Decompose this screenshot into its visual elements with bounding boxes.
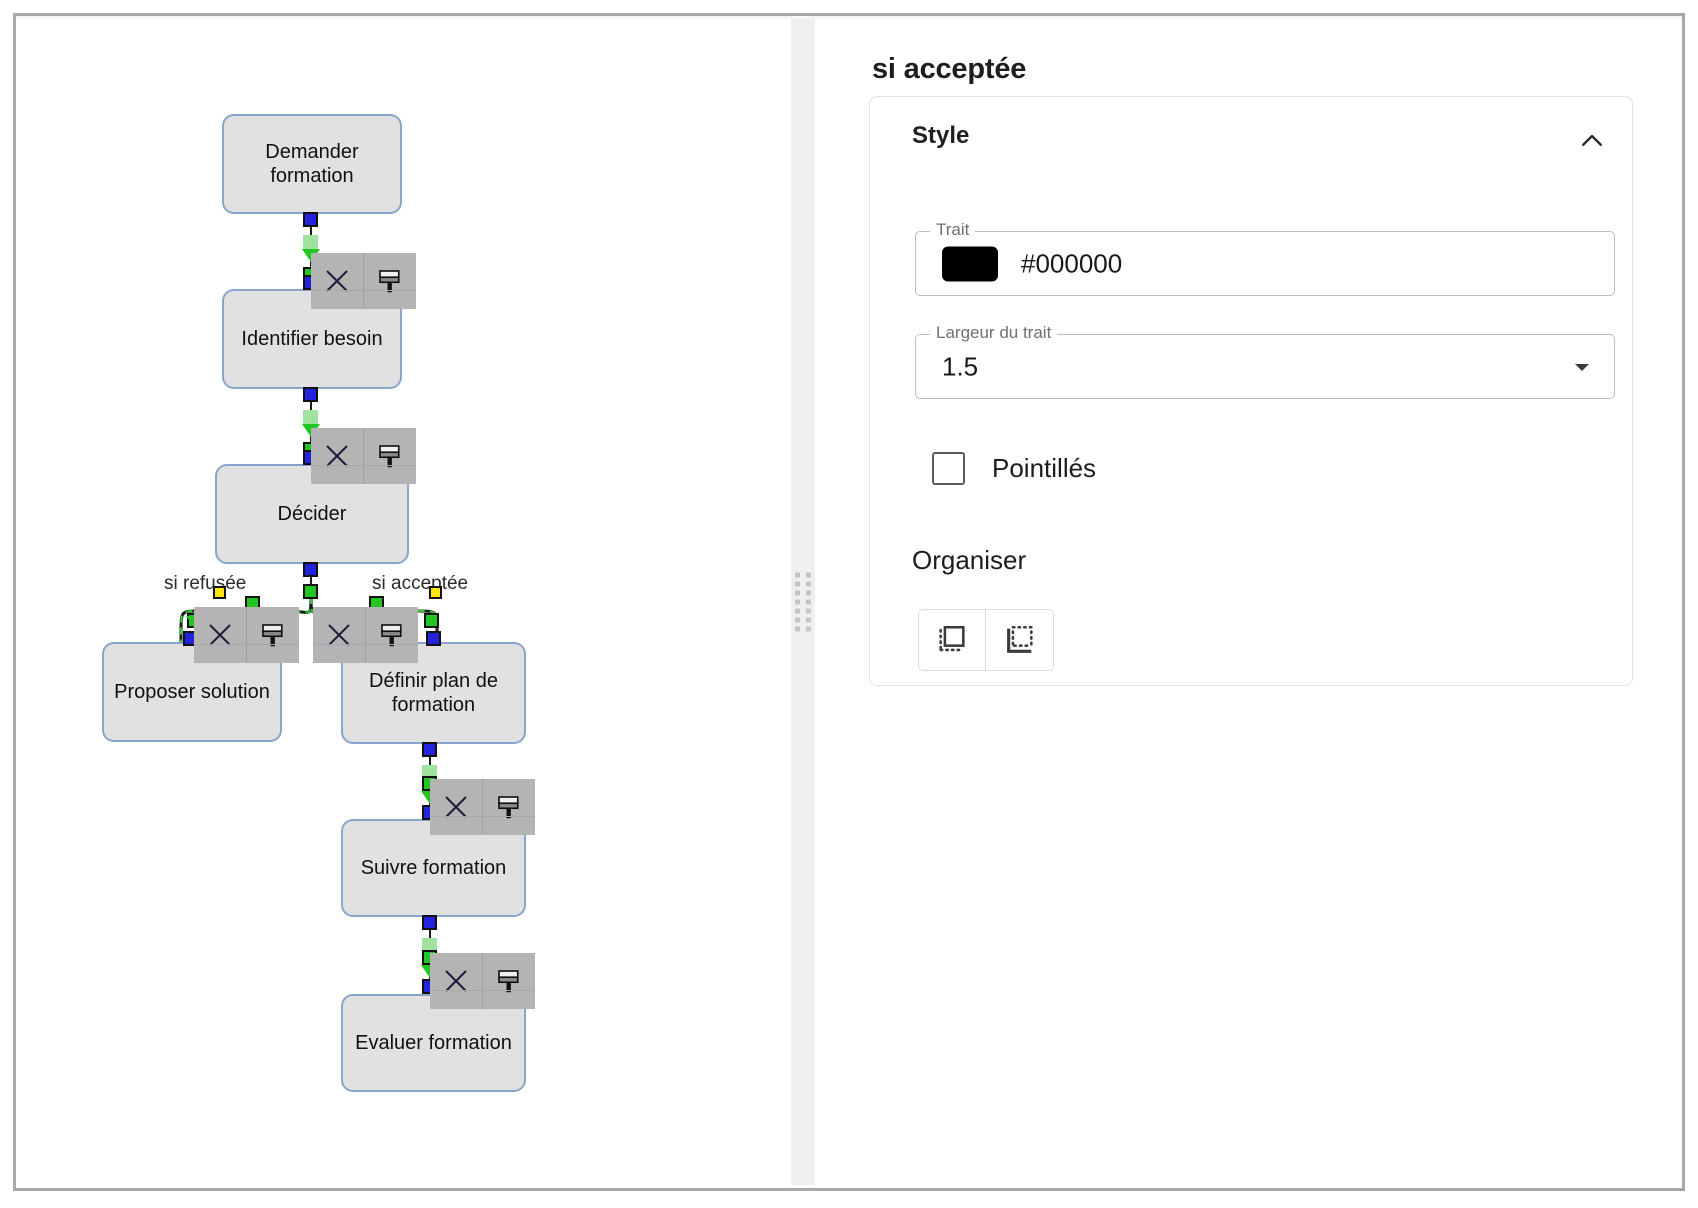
chevron-up-icon (1582, 134, 1602, 146)
edge-source-handle[interactable] (422, 742, 437, 757)
chevron-down-icon (1575, 363, 1589, 371)
paintbrush-icon (498, 970, 519, 993)
style-section-header[interactable]: Style (870, 97, 1632, 175)
node-suivre-formation[interactable]: Suivre formation (341, 819, 526, 917)
edge-delete-button[interactable] (430, 779, 482, 835)
style-card: Style Trait #000000 Largeur du trait (869, 96, 1633, 686)
edge-toolbar[interactable] (311, 253, 416, 309)
edge-toolbar-refusee[interactable] (194, 607, 299, 663)
app-window: Demander formation Identifier besoin Déc… (13, 13, 1685, 1191)
stroke-width-field[interactable]: Largeur du trait 1.5 (915, 323, 1615, 399)
properties-panel: si acceptée Style Trait #000000 (815, 19, 1682, 1185)
stroke-width-legend: Largeur du trait (930, 323, 1058, 343)
style-collapse-button[interactable] (1572, 121, 1612, 161)
edge-delete-button[interactable] (311, 253, 363, 309)
branch-source-handle[interactable] (303, 562, 318, 577)
branch-split-handle[interactable] (303, 584, 318, 599)
edge-style-button[interactable] (482, 953, 535, 1009)
edge-source-handle[interactable] (303, 387, 318, 402)
style-section-label: Style (912, 122, 970, 149)
node-demander-formation[interactable]: Demander formation (222, 114, 402, 214)
node-label: Décider (277, 502, 347, 525)
edge-style-button[interactable] (365, 607, 418, 663)
node-label: Définir plan de formation (369, 669, 498, 716)
send-to-back-button[interactable] (986, 609, 1054, 671)
trait-value: #000000 (1021, 248, 1123, 278)
edge-delete-button[interactable] (311, 428, 363, 484)
edge-label-handle-si-acceptee[interactable] (429, 586, 442, 599)
panel-splitter[interactable] (791, 19, 815, 1185)
trait-field[interactable]: Trait #000000 (915, 220, 1615, 296)
dashed-checkbox-row[interactable]: Pointillés (932, 452, 1096, 485)
paintbrush-icon (379, 270, 400, 293)
dashed-checkbox[interactable] (932, 452, 965, 485)
edge-toolbar-acceptee[interactable] (313, 607, 418, 663)
organiser-button-group (918, 609, 1054, 671)
close-icon (326, 270, 348, 292)
close-icon (326, 445, 348, 467)
edge-decider-stub[interactable] (310, 564, 312, 594)
node-label: Identifier besoin (241, 327, 383, 350)
diagram-canvas[interactable]: Demander formation Identifier besoin Déc… (19, 19, 791, 1185)
node-label: Demander formation (265, 140, 359, 187)
edge-midpoint-handle-ghost[interactable] (303, 235, 318, 250)
edge-delete-button[interactable] (430, 953, 482, 1009)
close-icon (209, 624, 231, 646)
trait-color-swatch[interactable] (942, 246, 998, 281)
organiser-label: Organiser (912, 545, 1027, 575)
edge-style-button[interactable] (363, 253, 416, 309)
bring-to-front-button[interactable] (918, 609, 986, 671)
close-icon (445, 796, 467, 818)
edge-delete-button[interactable] (313, 607, 365, 663)
stroke-width-value: 1.5 (942, 351, 979, 381)
edge-source-handle[interactable] (303, 212, 318, 227)
edge-label-si-acceptee[interactable]: si acceptée (372, 573, 468, 595)
trait-field-legend: Trait (930, 220, 976, 240)
edge-label-handle-si-refusee[interactable] (213, 586, 226, 599)
edge-delete-button[interactable] (194, 607, 246, 663)
edge-source-handle[interactable] (422, 915, 437, 930)
canvas-surface[interactable]: Demander formation Identifier besoin Déc… (19, 19, 791, 1185)
bring-to-front-icon (939, 625, 965, 652)
edge-endpoint-handle-acceptee[interactable] (426, 631, 441, 646)
splitter-grip-icon[interactable] (795, 572, 811, 632)
window-top-hairline (16, 16, 1682, 19)
edge-label-text: si acceptée (372, 573, 469, 594)
close-icon (445, 970, 467, 992)
edge-toolbar[interactable] (430, 953, 535, 1009)
edge-label-text: si refusée (164, 573, 247, 594)
node-label: Evaluer formation (355, 1031, 512, 1054)
edge-toolbar[interactable] (311, 428, 416, 484)
edge-style-button[interactable] (246, 607, 299, 663)
paintbrush-icon (379, 445, 400, 468)
paintbrush-icon (262, 624, 283, 647)
edge-label-si-refusee[interactable]: si refusée (164, 573, 246, 595)
page-title: si acceptée (872, 53, 1027, 85)
node-label: Proposer solution (114, 680, 270, 703)
paintbrush-icon (381, 624, 402, 647)
edge-target-handle-acceptee[interactable] (424, 613, 439, 628)
edge-style-button[interactable] (482, 779, 535, 835)
edge-style-button[interactable] (363, 428, 416, 484)
edge-toolbar[interactable] (430, 779, 535, 835)
close-icon (328, 624, 350, 646)
send-to-back-icon (1006, 625, 1033, 653)
window-inner: Demander formation Identifier besoin Déc… (16, 16, 1682, 1188)
dashed-checkbox-label: Pointillés (992, 453, 1097, 483)
edge-midpoint-handle-ghost[interactable] (303, 410, 318, 425)
stroke-width-dropdown-button[interactable] (1568, 353, 1596, 381)
paintbrush-icon (498, 796, 519, 819)
node-label: Suivre formation (360, 856, 507, 879)
